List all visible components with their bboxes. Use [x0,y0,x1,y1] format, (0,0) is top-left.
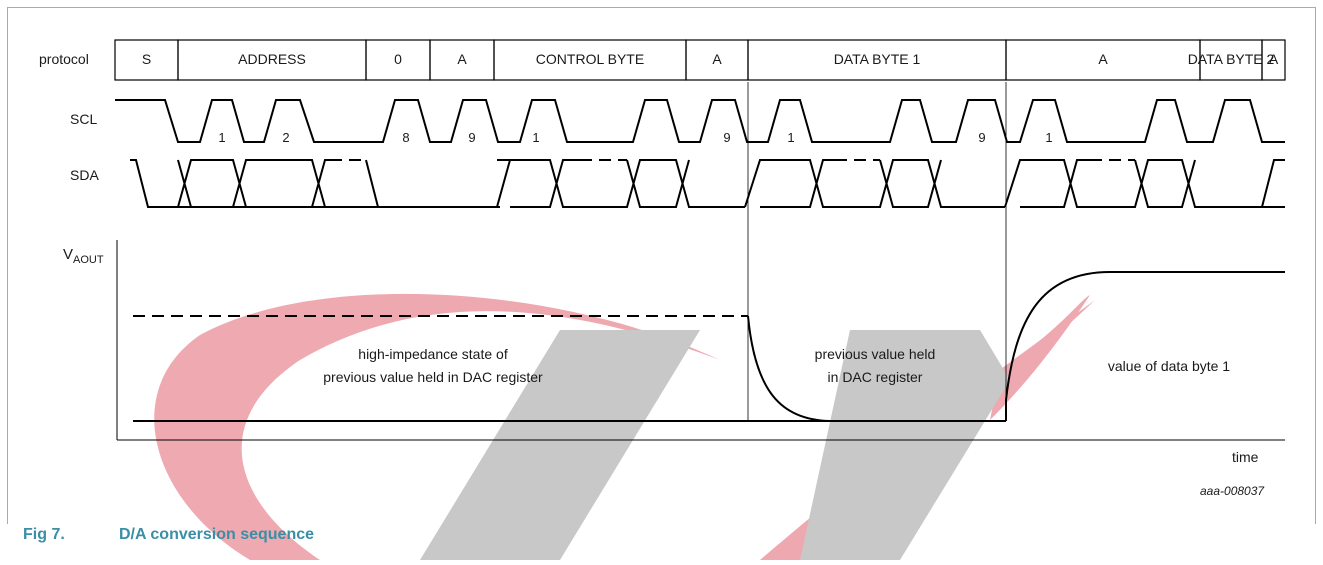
scl-label: SCL [70,111,97,127]
scl-pulse-number: 1 [532,130,539,145]
protocol-label: protocol [39,51,89,67]
protocol-field-label: CONTROL BYTE [536,51,644,67]
scl-pulse-number: 2 [282,130,289,145]
time-label: time [1232,449,1259,465]
scl-pulse-number: 9 [468,130,475,145]
scl-waveform [115,99,1285,143]
region3-text: value of data byte 1 [1108,358,1230,374]
sda-waveform [130,159,1285,208]
protocol-field-label: A [457,51,467,67]
scl-pulse-number: 9 [978,130,985,145]
sda-label: SDA [70,167,99,183]
region2-text-line2: in DAC register [828,369,923,385]
region1-text-line1: high-impedance state of [358,346,508,362]
caption-title: D/A conversion sequence [119,526,315,543]
scl-pulse-number: 1 [1045,130,1052,145]
region1-text-line2: previous value held in DAC register [323,369,543,385]
scl-pulse-number: 8 [402,130,409,145]
discharge-curve [747,315,831,422]
rise-curve [1005,271,1285,421]
protocol-field-label: ADDRESS [238,51,306,67]
figure-id: aaa-008037 [1200,484,1265,498]
protocol-field-label: A [1098,51,1108,67]
vout-axis-label: VAOUT [63,246,104,266]
scl-pulse-number: 1 [787,130,794,145]
figure-frame [7,7,1316,524]
protocol-field-label: A [712,51,722,67]
protocol-field-label: DATA BYTE 1 [834,51,921,67]
region2-text-line1: previous value held [815,346,936,362]
protocol-field-label: 0 [394,51,402,67]
protocol-field-label: S [142,51,151,67]
scl-pulse-number: 1 [218,130,225,145]
watermark-logo [154,293,1095,560]
caption-number: Fig 7. [23,526,65,543]
protocol-field-label: A [1269,51,1279,67]
figure-caption: Fig 7. D/A conversion sequence [23,526,314,544]
scl-pulse-numbers: 1 2 8 9 1 9 1 9 1 [218,130,1052,145]
scl-pulse-number: 9 [723,130,730,145]
protocol-field-label: DATA BYTE 2 [1188,51,1275,67]
